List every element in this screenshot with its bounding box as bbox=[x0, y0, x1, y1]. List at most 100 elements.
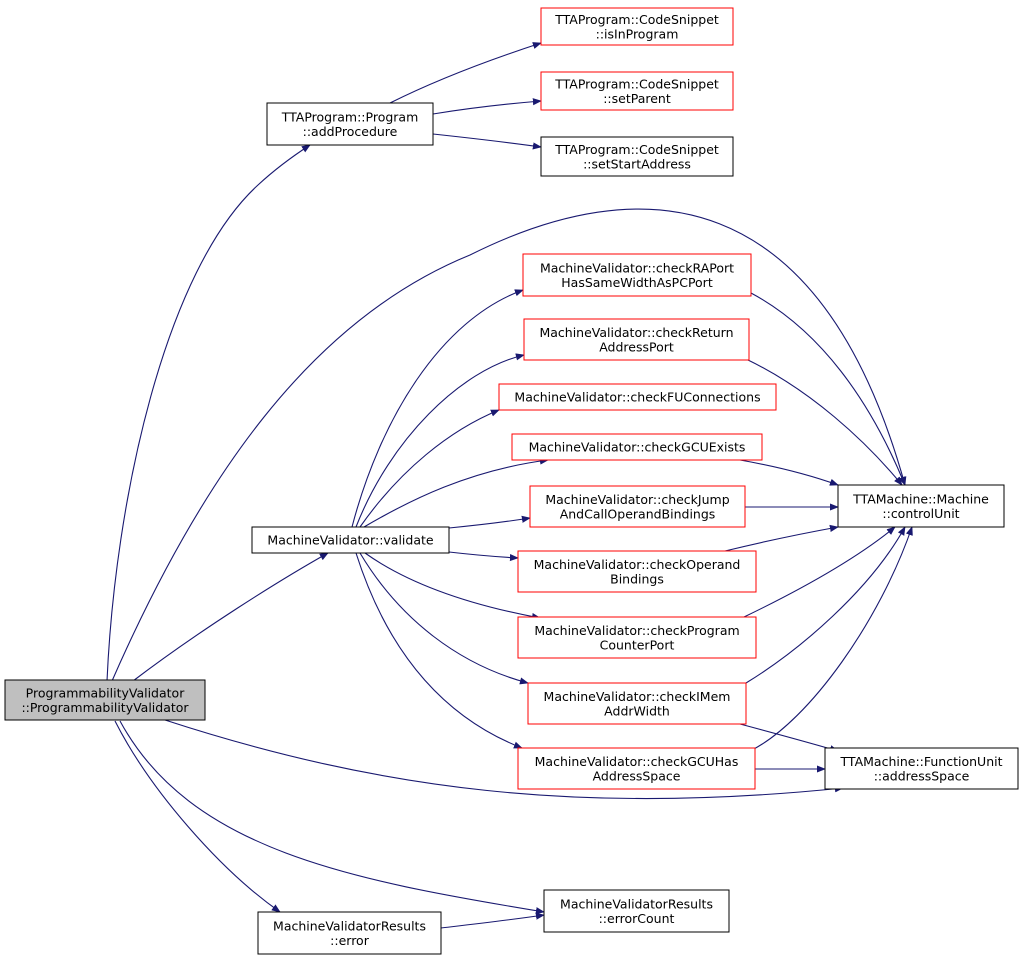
node-checkGCUExists[interactable]: MachineValidator::checkGCUExists bbox=[511, 433, 763, 461]
edge-validate-to-checkFU bbox=[359, 409, 500, 528]
node-label: MachineValidator::checkGCUExists bbox=[529, 440, 746, 455]
node-box[interactable] bbox=[540, 71, 734, 111]
node-label: MachineValidator::checkReturn bbox=[539, 325, 733, 340]
node-label: ::controlUnit bbox=[882, 506, 959, 521]
node-box[interactable] bbox=[824, 747, 1019, 790]
node-setParent[interactable]: TTAProgram::CodeSnippet::setParent bbox=[540, 71, 734, 111]
edge-checkGCUExists-to-controlUnit bbox=[739, 459, 839, 486]
edge-validate-to-checkIMem bbox=[359, 552, 529, 685]
node-label: TTAProgram::CodeSnippet bbox=[554, 12, 719, 27]
node-label: HasSameWidthAsPCPort bbox=[561, 275, 713, 290]
node-label: MachineValidator::checkRAPort bbox=[540, 260, 734, 275]
node-label: CounterPort bbox=[600, 637, 675, 652]
node-label: TTAMachine::Machine bbox=[852, 491, 989, 506]
node-label: MachineValidator::checkOperand bbox=[534, 557, 741, 572]
edge-checkRAPort-to-controlUnit bbox=[750, 292, 906, 486]
node-label: AddressSpace bbox=[593, 768, 681, 783]
node-label: ::addressSpace bbox=[874, 768, 970, 783]
call-edges bbox=[106, 42, 913, 929]
edge-root-to-errorCount bbox=[119, 720, 545, 915]
edge-root-to-addProcedure bbox=[106, 144, 311, 682]
node-errorCount[interactable]: MachineValidatorResults::errorCount bbox=[543, 889, 730, 933]
node-label: TTAProgram::CodeSnippet bbox=[554, 142, 719, 157]
node-label: TTAMachine::FunctionUnit bbox=[840, 754, 1003, 769]
node-box[interactable] bbox=[517, 747, 756, 790]
node-label: ::error bbox=[330, 933, 370, 948]
node-label: ::setStartAddress bbox=[583, 156, 691, 171]
node-label: MachineValidatorResults bbox=[560, 896, 713, 911]
node-label: MachineValidator::checkJump bbox=[545, 492, 729, 507]
node-box[interactable] bbox=[543, 889, 730, 933]
node-label: MachineValidatorResults bbox=[273, 918, 426, 933]
edge-root-to-controlUnit bbox=[111, 208, 907, 682]
node-checkJump[interactable]: MachineValidator::checkJumpAndCallOperan… bbox=[529, 485, 746, 528]
node-label: ProgrammabilityValidator bbox=[26, 685, 186, 700]
edge-checkReturn-to-controlUnit bbox=[747, 359, 903, 486]
node-label: ::errorCount bbox=[599, 911, 675, 926]
node-box[interactable] bbox=[540, 136, 734, 177]
node-checkProgram[interactable]: MachineValidator::checkProgramCounterPor… bbox=[517, 616, 757, 659]
node-controlUnit[interactable]: TTAMachine::Machine::controlUnit bbox=[837, 484, 1005, 528]
node-box[interactable] bbox=[251, 526, 450, 554]
edge-addProcedure-to-isInProgram bbox=[389, 42, 542, 104]
edge-checkProgram-to-controlUnit bbox=[743, 526, 896, 618]
node-setStartAddress[interactable]: TTAProgram::CodeSnippet::setStartAddress bbox=[540, 136, 734, 177]
node-label: ::ProgrammabilityValidator bbox=[21, 700, 189, 715]
edge-checkIMem-to-controlUnit bbox=[745, 526, 906, 684]
node-box[interactable] bbox=[4, 679, 206, 721]
edge-validate-to-checkGCUHas bbox=[355, 552, 523, 749]
edge-validate-to-checkReturn bbox=[355, 353, 525, 528]
edge-root-to-error bbox=[114, 720, 281, 913]
edge-addProcedure-to-setParent bbox=[432, 98, 542, 115]
node-checkFU[interactable]: MachineValidator::checkFUConnections bbox=[498, 383, 777, 411]
node-box[interactable] bbox=[517, 550, 757, 593]
node-box[interactable] bbox=[498, 383, 777, 411]
node-label: MachineValidator::checkGCUHas bbox=[535, 754, 739, 769]
node-label: MachineValidator::checkProgram bbox=[534, 623, 739, 638]
node-box[interactable] bbox=[266, 102, 434, 146]
node-addProcedure[interactable]: TTAProgram::Program::addProcedure bbox=[266, 102, 434, 146]
node-label: TTAProgram::Program bbox=[281, 109, 419, 124]
edge-checkGCUHas-to-controlUnit bbox=[751, 526, 913, 751]
node-box[interactable] bbox=[517, 616, 757, 659]
edge-checkOperand-to-controlUnit bbox=[724, 524, 839, 552]
node-label: AddressPort bbox=[599, 339, 674, 354]
function-nodes: ProgrammabilityValidator::Programmabilit… bbox=[4, 7, 1019, 955]
node-label: MachineValidator::checkFUConnections bbox=[514, 390, 760, 405]
node-isInProgram[interactable]: TTAProgram::CodeSnippet::isInProgram bbox=[540, 7, 734, 46]
node-box[interactable] bbox=[511, 433, 763, 461]
node-addressSpace[interactable]: TTAMachine::FunctionUnit::addressSpace bbox=[824, 747, 1019, 790]
node-box[interactable] bbox=[523, 318, 750, 361]
edge-root-to-validate bbox=[132, 552, 329, 682]
edge-validate-to-checkJump bbox=[448, 515, 531, 529]
node-checkRAPort[interactable]: MachineValidator::checkRAPortHasSameWidt… bbox=[522, 253, 752, 297]
node-label: Bindings bbox=[610, 571, 664, 586]
node-root[interactable]: ProgrammabilityValidator::Programmabilit… bbox=[4, 679, 206, 721]
node-label: MachineValidator::checkIMem bbox=[544, 689, 731, 704]
edge-validate-to-checkOperand bbox=[448, 551, 519, 562]
node-label: ::isInProgram bbox=[596, 26, 679, 41]
node-label: TTAProgram::CodeSnippet bbox=[554, 76, 719, 91]
node-box[interactable] bbox=[257, 911, 442, 955]
edge-validate-to-checkGCUExists bbox=[363, 457, 549, 528]
edge-error-to-errorCount bbox=[440, 912, 545, 929]
node-label: AddrWidth bbox=[604, 703, 670, 718]
node-box[interactable] bbox=[529, 485, 746, 528]
node-label: MachineValidator::validate bbox=[267, 533, 433, 548]
node-label: AndCallOperandBindings bbox=[560, 506, 716, 521]
node-box[interactable] bbox=[522, 253, 752, 297]
node-box[interactable] bbox=[837, 484, 1005, 528]
edge-root-to-addressSpace bbox=[164, 719, 844, 800]
node-validate[interactable]: MachineValidator::validate bbox=[251, 526, 450, 554]
node-label: ::setParent bbox=[603, 91, 671, 106]
node-label: ::addProcedure bbox=[303, 124, 398, 139]
node-box[interactable] bbox=[527, 682, 747, 725]
node-box[interactable] bbox=[540, 7, 734, 46]
edge-validate-to-checkRAPort bbox=[351, 289, 524, 528]
edge-validate-to-checkProgram bbox=[364, 552, 541, 621]
node-error[interactable]: MachineValidatorResults::error bbox=[257, 911, 442, 955]
node-checkGCUHas[interactable]: MachineValidator::checkGCUHasAddressSpac… bbox=[517, 747, 756, 790]
